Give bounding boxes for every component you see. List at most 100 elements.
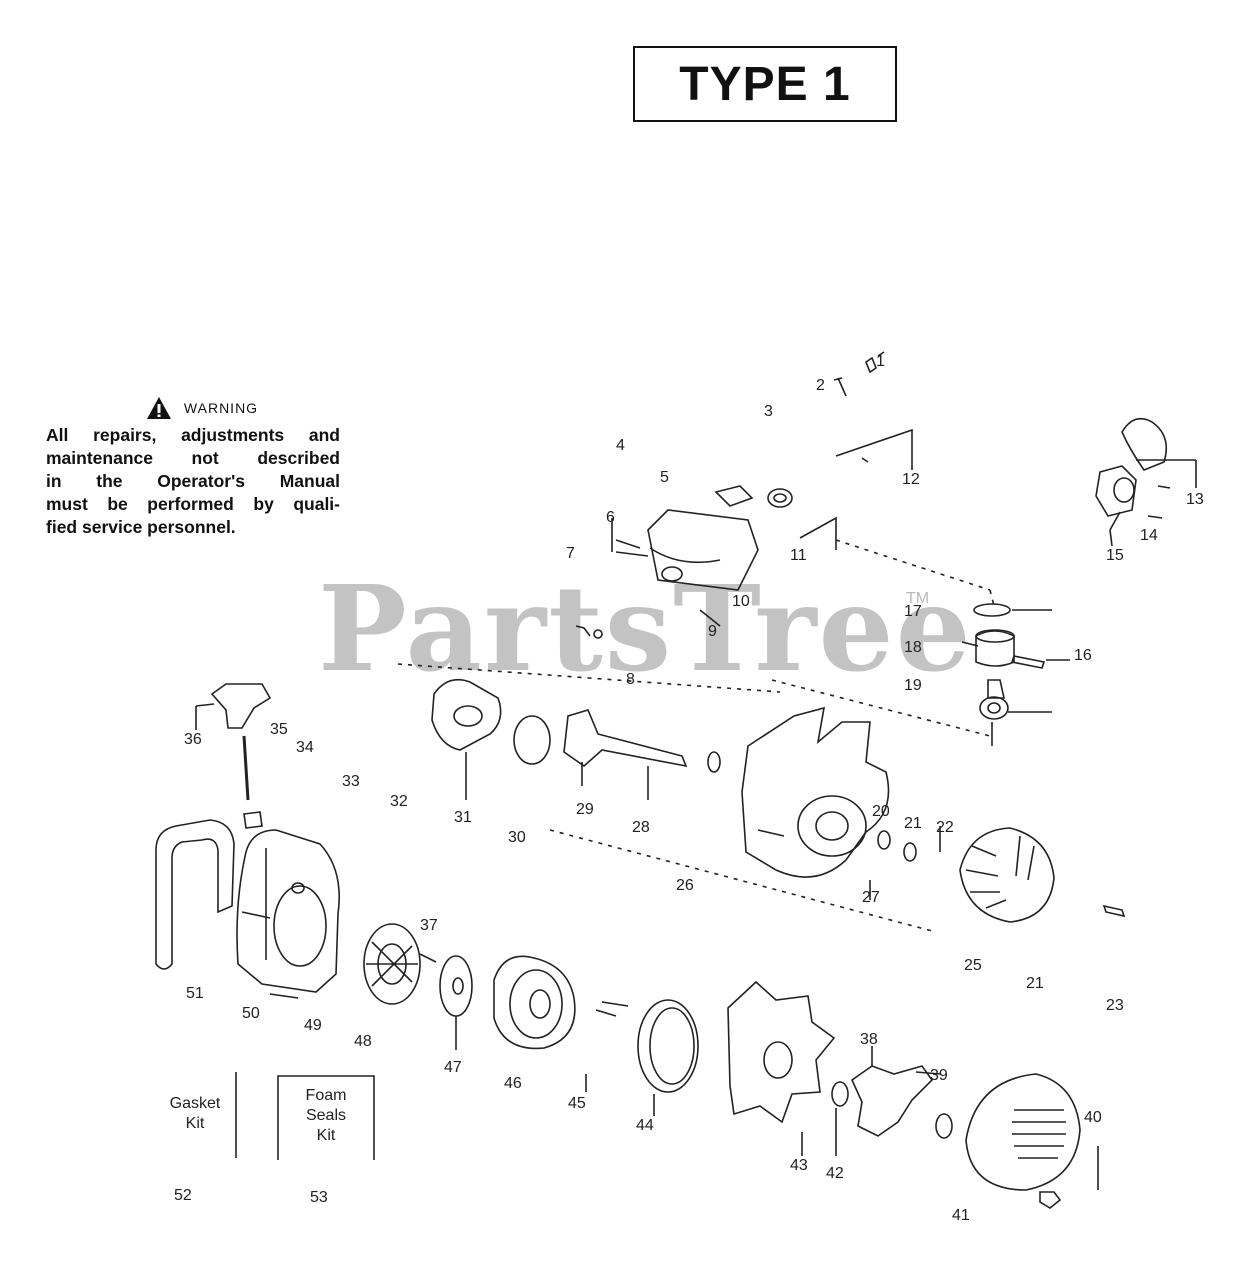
- kit-label-line: Kit: [316, 1127, 336, 1144]
- part-callout: 37: [420, 917, 438, 934]
- ignition-coil-part: [1095, 417, 1197, 547]
- warning-heading-row: WARNING: [64, 396, 340, 420]
- impeller-part: [727, 980, 836, 1156]
- flywheel-part: [959, 827, 1126, 923]
- dashed-leader: [549, 829, 937, 933]
- part-callout: 42: [826, 1165, 844, 1182]
- warning-line: must be performed by quali-: [46, 494, 340, 514]
- part-callout: 1: [876, 353, 885, 370]
- part-callout: 45: [568, 1095, 586, 1112]
- type-title-box: TYPE 1: [633, 46, 897, 122]
- part-callout: 20: [872, 803, 890, 820]
- part-callout: 41: [952, 1207, 970, 1224]
- part-callout: 26: [676, 877, 694, 894]
- part-callout: 27: [862, 889, 880, 906]
- starter-housing-part: [493, 955, 629, 1092]
- part-callout: 16: [1074, 647, 1092, 664]
- foam-seals-kit-label: Foam Seals Kit: [286, 1086, 366, 1146]
- part-callout: 33: [342, 773, 360, 790]
- type-title: TYPE 1: [679, 57, 851, 111]
- nut-part: [831, 1081, 849, 1156]
- part-callout: 22: [936, 819, 954, 836]
- part-callout: 29: [576, 801, 594, 818]
- part-callout: 21: [1026, 975, 1044, 992]
- gasket-kit-label: Gasket Kit: [156, 1094, 234, 1134]
- part-callout: 43: [790, 1157, 808, 1174]
- part-callout: 5: [660, 469, 669, 486]
- part-callout: 9: [708, 623, 717, 640]
- part-callout: 13: [1186, 491, 1204, 508]
- part-callout: 48: [354, 1033, 372, 1050]
- partstree-watermark: PartsTree: [318, 559, 973, 698]
- part-callout: 44: [636, 1117, 654, 1134]
- kit-label-line: Seals: [305, 1107, 347, 1124]
- crankshaft-part: [563, 709, 721, 800]
- part-callout: 38: [860, 1031, 878, 1048]
- part-callout: 40: [1084, 1109, 1102, 1126]
- part-callout: 14: [1140, 527, 1158, 544]
- part-callout: 17: [904, 603, 922, 620]
- part-callout: 19: [904, 677, 922, 694]
- part-callout: 28: [632, 819, 650, 836]
- throttle-handle-part: [195, 683, 272, 829]
- warning-heading: WARNING: [183, 400, 259, 416]
- kit-label-line: Kit: [185, 1115, 205, 1132]
- hub-part: [935, 1113, 953, 1139]
- part-callout: 7: [566, 545, 575, 562]
- crankcase-part: [741, 706, 941, 900]
- kit-bracket-line: [277, 1075, 375, 1160]
- piston-part: [961, 629, 1015, 667]
- dashed-leader: [397, 663, 781, 693]
- part-callout: 35: [270, 721, 288, 738]
- warning-text: All repairs, adjustments and maintenance…: [46, 424, 340, 539]
- part-callout: 11: [790, 547, 807, 564]
- part-callout: 4: [616, 437, 625, 454]
- piston-ring-part: [973, 603, 1052, 617]
- kit-label-line: Foam: [305, 1087, 347, 1104]
- part-callout: 10: [732, 593, 750, 610]
- part-callout: 36: [184, 731, 202, 748]
- bracket-part: [850, 1046, 941, 1137]
- part-callout: 52: [174, 1187, 192, 1204]
- part-callout: 18: [904, 639, 922, 656]
- part-callout: 32: [390, 793, 408, 810]
- part-callout: 3: [764, 403, 773, 420]
- screw-part: [833, 377, 847, 397]
- part-callout: 39: [930, 1067, 948, 1084]
- intake-adapter-part: [431, 678, 502, 800]
- leader-line: [799, 516, 837, 550]
- part-callout: 23: [1106, 997, 1124, 1014]
- muffler-part: [575, 485, 759, 639]
- part-callout: 50: [242, 1005, 260, 1022]
- kit-label-line: Gasket: [169, 1095, 221, 1112]
- trademark-mark: TM: [906, 590, 930, 607]
- part-callout: 49: [304, 1017, 322, 1034]
- part-callout: 30: [508, 829, 526, 846]
- starter-pulley-part: [363, 923, 437, 1005]
- part-callout: 21: [904, 815, 922, 832]
- spark-plug-part: [865, 351, 885, 374]
- part-callout: 34: [296, 739, 314, 756]
- warning-line: fied service personnel.: [46, 517, 236, 537]
- part-callout: 46: [504, 1075, 522, 1092]
- warning-line: maintenance not described: [46, 448, 340, 468]
- intake-tube-part: [155, 819, 235, 970]
- blower-cover-part: [965, 1073, 1099, 1209]
- part-callout: 6: [606, 509, 615, 526]
- part-callout: 31: [454, 809, 472, 826]
- part-callout: 8: [626, 671, 635, 688]
- warning-triangle-icon: [146, 397, 171, 419]
- part-callout: 15: [1106, 547, 1124, 564]
- piston-pin-part: [1010, 655, 1070, 669]
- warning-notice: WARNING All repairs, adjustments and mai…: [46, 396, 340, 539]
- warning-line: All repairs, adjustments and: [46, 425, 340, 445]
- leader-line: [835, 428, 913, 470]
- part-callout: 25: [964, 957, 982, 974]
- dashed-leader: [771, 679, 991, 737]
- part-callout: 51: [186, 985, 204, 1002]
- gasket-ring-part: [767, 488, 793, 508]
- connecting-rod-part: [979, 679, 1052, 746]
- dashed-leader: [835, 539, 991, 591]
